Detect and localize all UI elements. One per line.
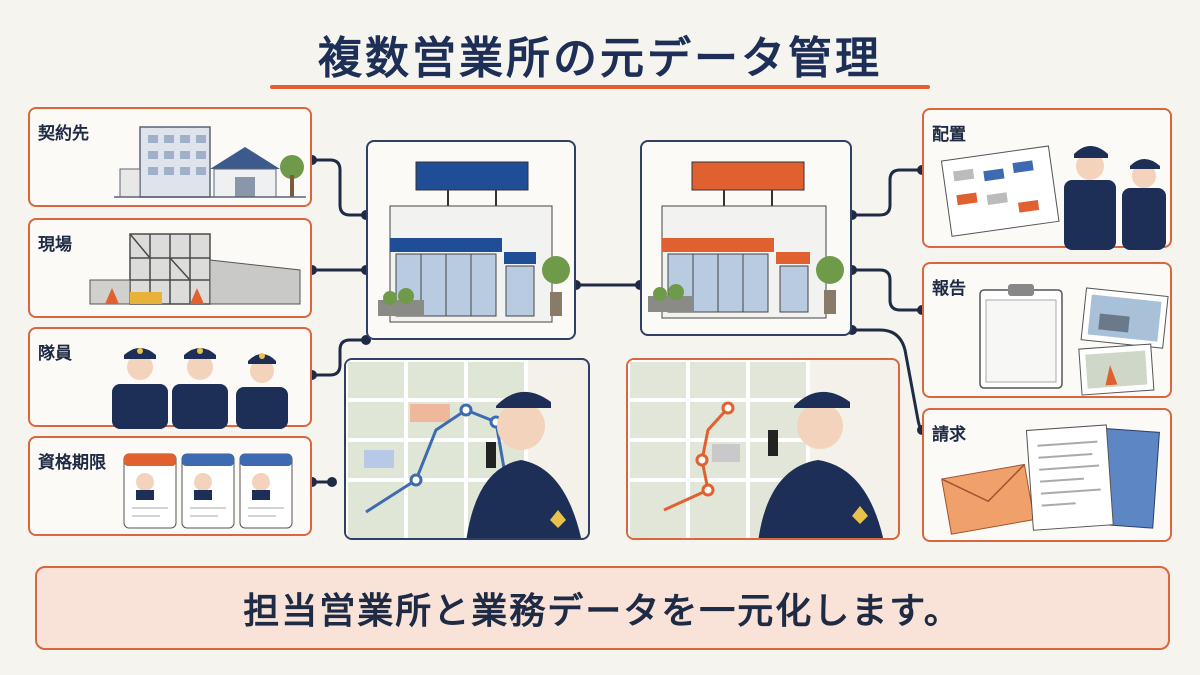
clipboard-report-icon	[979, 284, 1169, 396]
footer-banner: 担当営業所と業務データを一元化します。	[35, 566, 1170, 650]
card-label-placement: 配置	[932, 125, 966, 145]
card-invoice[interactable]: 請求	[922, 408, 1172, 542]
card-label-invoice: 請求	[932, 425, 966, 445]
guards-group-icon	[112, 348, 288, 429]
map-route-icon-orange	[628, 360, 884, 538]
invoice-envelope-icon	[941, 424, 1160, 535]
page-title: 複数営業所の元データ管理	[318, 33, 882, 84]
office-blue-icon	[378, 161, 570, 323]
card-guards[interactable]: 隊員	[28, 327, 312, 429]
card-site[interactable]: 現場	[28, 218, 312, 318]
office-orange-icon	[648, 161, 844, 319]
map-guard-scene-blue	[344, 358, 590, 540]
building-icon	[114, 126, 306, 198]
office-blue[interactable]	[366, 140, 576, 340]
placement-board-icon	[940, 145, 1166, 250]
office-orange[interactable]	[640, 140, 852, 336]
card-qualification[interactable]: 資格期限	[28, 436, 312, 536]
card-label-site: 現場	[38, 235, 72, 255]
card-placement[interactable]: 配置	[922, 108, 1172, 250]
card-contract[interactable]: 契約先	[28, 107, 312, 207]
card-report[interactable]: 報告	[922, 262, 1172, 398]
title-underline	[270, 85, 930, 89]
map-route-icon	[346, 360, 582, 538]
card-label-guards: 隊員	[38, 344, 72, 364]
card-label-contract: 契約先	[38, 124, 89, 144]
id-cards-icon	[123, 453, 293, 529]
map-guard-scene-orange	[626, 358, 900, 540]
card-label-report: 報告	[932, 279, 966, 299]
footer-text: 担当営業所と業務データを一元化します。	[243, 591, 962, 632]
construction-site-icon	[89, 233, 301, 305]
card-label-qualification: 資格期限	[38, 453, 106, 473]
